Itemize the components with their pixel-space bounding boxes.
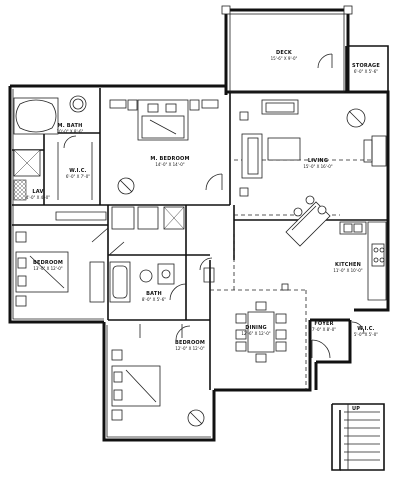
- bath-dimension: 8'-0" X 5'-6": [142, 297, 166, 302]
- stair-up-label: UP: [352, 406, 360, 412]
- wic-master-label: W.I.C.: [69, 168, 87, 174]
- wic-master-dimension: 6'-0" X 7'-0": [66, 174, 90, 179]
- deck: DECK 15'-6" X 9'-0": [229, 13, 345, 93]
- bedroom-south-label: BEDROOM: [175, 340, 205, 346]
- master-bath: M. BATH 10'-0" X 8'-6": [13, 95, 87, 201]
- lav-dimension: 4'-0" X 4'-0": [26, 195, 50, 200]
- bedroom-west-dimension: 13'-0" X 12'-0": [33, 266, 62, 271]
- dining-dimension: 12'-6" X 12'-0": [241, 331, 270, 336]
- wic-foyer-dimension: 5'-0" X 5'-0": [354, 332, 378, 337]
- master-bedroom: M. BEDROOM 14'-0" X 14'-0": [109, 99, 223, 195]
- bedroom-west: BEDROOM 13'-0" X 12'-0": [15, 231, 105, 307]
- master-bath-dimension: 10'-0" X 8'-6": [57, 129, 84, 134]
- foyer-label: FOYER: [314, 321, 333, 327]
- foyer: FOYER 7'-0" X 8'-0": [311, 321, 336, 359]
- living-dimension: 15'-0" X 16'-0": [303, 164, 332, 169]
- exterior-walls: [8, 5, 390, 442]
- walk-in-closet-foyer: W.I.C. 5'-0" X 5'-0": [351, 321, 378, 337]
- living-label: LIVING: [308, 158, 328, 164]
- dining: DINING 12'-6" X 12'-0": [199, 257, 289, 363]
- dining-label: DINING: [245, 325, 267, 331]
- storage: STORAGE 6'-0" X 5'-6": [352, 63, 380, 74]
- interior-walls: [12, 45, 389, 390]
- master-bedroom-dimension: 14'-0" X 14'-0": [155, 162, 184, 167]
- deck-dimension: 15'-6" X 9'-0": [271, 56, 298, 61]
- lav: LAV 4'-0" X 4'-0": [26, 189, 50, 200]
- kitchen-dimension: 11'-0" X 10'-0": [333, 268, 362, 273]
- exterior-stair: UP: [331, 403, 385, 471]
- foyer-dimension: 7'-0" X 8'-0": [312, 327, 336, 332]
- storage-label: STORAGE: [352, 63, 380, 69]
- bath-label: BATH: [146, 291, 162, 297]
- bedroom-south: BEDROOM 12'-0" X 12'-0": [111, 324, 205, 427]
- kitchen: KITCHEN 11'-0" X 10'-0": [285, 195, 387, 301]
- walk-in-closet-master: W.I.C. 6'-0" X 7'-0": [57, 135, 93, 200]
- deck-label: DECK: [276, 50, 293, 56]
- bedroom-south-dimension: 12'-0" X 12'-0": [175, 346, 204, 351]
- hall-closets: [55, 206, 185, 257]
- kitchen-label: KITCHEN: [335, 262, 361, 268]
- master-bath-label: M. BATH: [58, 123, 83, 129]
- master-bedroom-label: M. BEDROOM: [150, 156, 189, 162]
- bedroom-west-label: BEDROOM: [33, 260, 63, 266]
- lav-label: LAV: [32, 189, 43, 195]
- living: LIVING 15'-0" X 16'-0": [239, 99, 387, 197]
- wic-foyer-label: W.I.C.: [357, 326, 375, 332]
- hall-bath: BATH 8'-0" X 5'-6": [109, 261, 187, 303]
- storage-dimension: 6'-0" X 5'-6": [354, 69, 378, 74]
